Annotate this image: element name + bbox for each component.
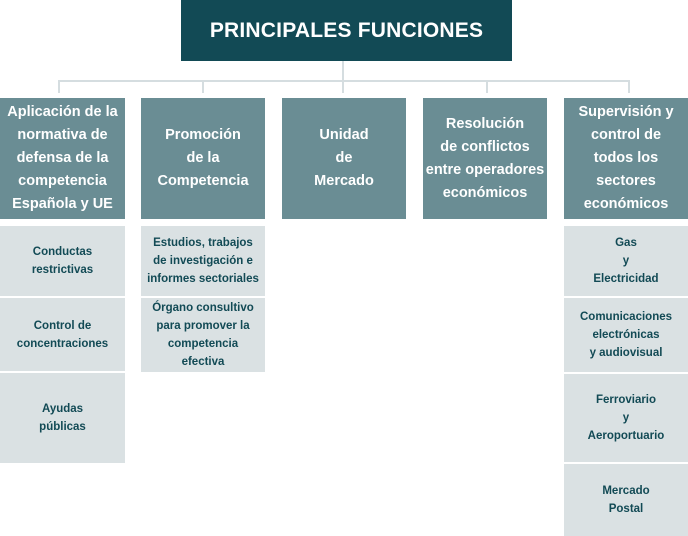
connector-drop-2 [202,80,204,93]
function-header-defensa-competencia: Aplicación de la normativa de defensa de… [0,98,125,219]
function-item-estudios: Estudios, trabajos de investigación e in… [141,226,265,296]
function-item-ferroviario: Ferroviario y Aeroportuario [564,374,688,462]
function-header-supervision: Supervisión y control de todos los secto… [564,98,688,219]
function-item-organo-consultivo: Órgano consultivo para promover la compe… [141,298,265,372]
function-item-concentraciones: Control de concentraciones [0,298,125,371]
connector-drop-5 [628,80,630,93]
function-item-postal: Mercado Postal [564,464,688,536]
function-header-promocion: Promoción de la Competencia [141,98,265,219]
function-header-unidad-mercado: Unidad de Mercado [282,98,406,219]
connector-drop-4 [486,80,488,93]
connector-bar [58,80,630,82]
function-item-comunicaciones: Comunicaciones electrónicas y audiovisua… [564,298,688,372]
connector-drop-1 [58,80,60,93]
function-header-resolucion-conflictos: Resolución de conflictos entre operadore… [423,98,547,219]
page-title: PRINCIPALES FUNCIONES [181,0,512,61]
connector-drop-3 [342,80,344,93]
connector-trunk [342,61,344,81]
function-item-ayudas: Ayudas públicas [0,373,125,463]
function-item-conductas: Conductas restrictivas [0,226,125,296]
function-item-gas-electricidad: Gas y Electricidad [564,226,688,296]
